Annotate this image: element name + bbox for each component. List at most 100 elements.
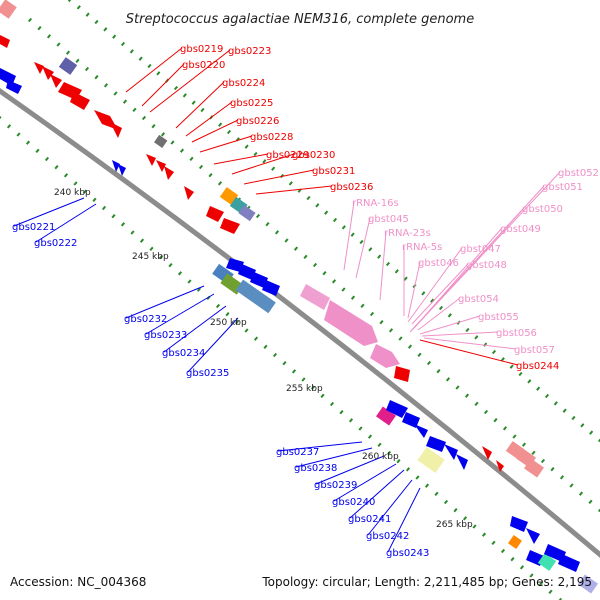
tick-dot bbox=[324, 210, 329, 215]
gene-label: gbs0241 bbox=[348, 514, 391, 525]
tick-dot bbox=[113, 91, 118, 96]
tick-dot bbox=[424, 483, 430, 488]
gene-label: rRNA-5s bbox=[402, 242, 442, 253]
tick-dot bbox=[151, 123, 156, 129]
tick-dot bbox=[82, 189, 88, 194]
gene-label: gbst051 bbox=[542, 182, 583, 193]
gene-label: gbs0238 bbox=[294, 463, 337, 474]
callout-line bbox=[415, 227, 503, 327]
tick-dot bbox=[16, 132, 21, 137]
tick-dot bbox=[359, 239, 364, 245]
callout-line bbox=[349, 469, 405, 519]
tick-dot bbox=[111, 213, 116, 219]
tick-dot bbox=[529, 573, 534, 578]
gene-label: gbst054 bbox=[458, 294, 499, 305]
gene-box bbox=[537, 553, 557, 571]
tick-dot bbox=[196, 287, 202, 292]
tick-dot bbox=[481, 532, 487, 537]
tick-dot bbox=[306, 195, 311, 201]
callout-line bbox=[149, 49, 231, 113]
tick-dot bbox=[339, 409, 344, 415]
tick-dot bbox=[94, 74, 99, 80]
tick-dot bbox=[177, 271, 183, 276]
tick-dot bbox=[271, 166, 276, 171]
callout-line bbox=[213, 153, 269, 165]
callout-line bbox=[315, 455, 385, 485]
tick-dot bbox=[274, 230, 280, 235]
tick-dot bbox=[67, 0, 73, 3]
gene-label: gbs0219 bbox=[180, 44, 223, 55]
scale-label: 260 kbp bbox=[362, 452, 399, 462]
gene-box bbox=[0, 0, 17, 19]
gene-label: gbst048 bbox=[466, 260, 507, 271]
tick-dot bbox=[255, 213, 261, 219]
tick-dot bbox=[559, 475, 565, 480]
callout-line bbox=[35, 203, 97, 243]
gene-box bbox=[238, 204, 256, 222]
tick-dot bbox=[262, 159, 267, 164]
map-title: Streptococcus agalactiae NEM316, complet… bbox=[126, 12, 474, 27]
tick-dot bbox=[455, 385, 460, 390]
callout-line bbox=[333, 463, 397, 502]
gene-label: gbs0244 bbox=[516, 361, 559, 372]
tick-dot bbox=[301, 377, 306, 382]
tick-dot bbox=[56, 42, 61, 47]
tick-dot bbox=[85, 12, 90, 17]
tick-dot bbox=[158, 254, 164, 260]
tick-dot bbox=[421, 291, 426, 296]
tick-dot bbox=[580, 423, 585, 428]
tick-dot bbox=[367, 434, 373, 439]
gene-arrow bbox=[544, 544, 566, 562]
scale-label: 245 kbp bbox=[132, 252, 169, 262]
callout-line bbox=[407, 261, 421, 319]
gene-label: rRNA-23s bbox=[384, 228, 431, 239]
tick-dot bbox=[265, 221, 270, 227]
tick-dot bbox=[493, 417, 498, 423]
tick-dot bbox=[332, 217, 338, 223]
callout-line bbox=[407, 247, 463, 323]
tick-dot bbox=[548, 589, 553, 595]
gene-arrow bbox=[426, 436, 446, 452]
tick-dot bbox=[156, 71, 161, 76]
gene-arrow bbox=[402, 412, 420, 428]
gene-arrow bbox=[0, 68, 16, 86]
tick-dot bbox=[244, 328, 249, 333]
tick-dot bbox=[350, 295, 356, 300]
tick-dot bbox=[147, 63, 152, 69]
tick-dot bbox=[310, 385, 316, 390]
tick-dot bbox=[225, 311, 230, 317]
tick-dot bbox=[394, 269, 399, 274]
gene-arrow bbox=[386, 400, 408, 418]
tick-dot bbox=[426, 360, 432, 366]
tick-dot bbox=[502, 426, 508, 431]
tick-dot bbox=[398, 336, 403, 341]
gene-label: gbs0232 bbox=[124, 314, 167, 325]
tick-dot bbox=[329, 401, 335, 407]
gene-label: rRNA-16s bbox=[352, 198, 399, 209]
tick-dot bbox=[483, 342, 488, 347]
tick-dot bbox=[179, 148, 185, 153]
gene-box bbox=[508, 535, 522, 549]
tick-dot bbox=[350, 232, 355, 237]
tick-dot bbox=[377, 254, 382, 259]
tick-dot bbox=[189, 156, 194, 162]
gene-label: gbst055 bbox=[478, 312, 519, 323]
tick-dot bbox=[465, 327, 470, 333]
gene-arrow bbox=[118, 164, 126, 176]
gene-label: gbs0229 bbox=[266, 150, 309, 161]
gene-label: gbst045 bbox=[368, 214, 409, 225]
callout-line bbox=[355, 217, 371, 279]
gene-arrow bbox=[238, 264, 256, 280]
gene-label: gbs0221 bbox=[12, 222, 55, 233]
gene-arrow bbox=[0, 35, 10, 48]
callout-line bbox=[343, 201, 355, 271]
tick-dot bbox=[521, 442, 527, 447]
tick-dot bbox=[244, 144, 249, 149]
gene-arrow bbox=[112, 160, 120, 172]
tick-dot bbox=[65, 50, 71, 55]
tick-dot bbox=[291, 369, 297, 374]
tick-dot bbox=[160, 132, 166, 137]
callout-line bbox=[187, 317, 239, 373]
